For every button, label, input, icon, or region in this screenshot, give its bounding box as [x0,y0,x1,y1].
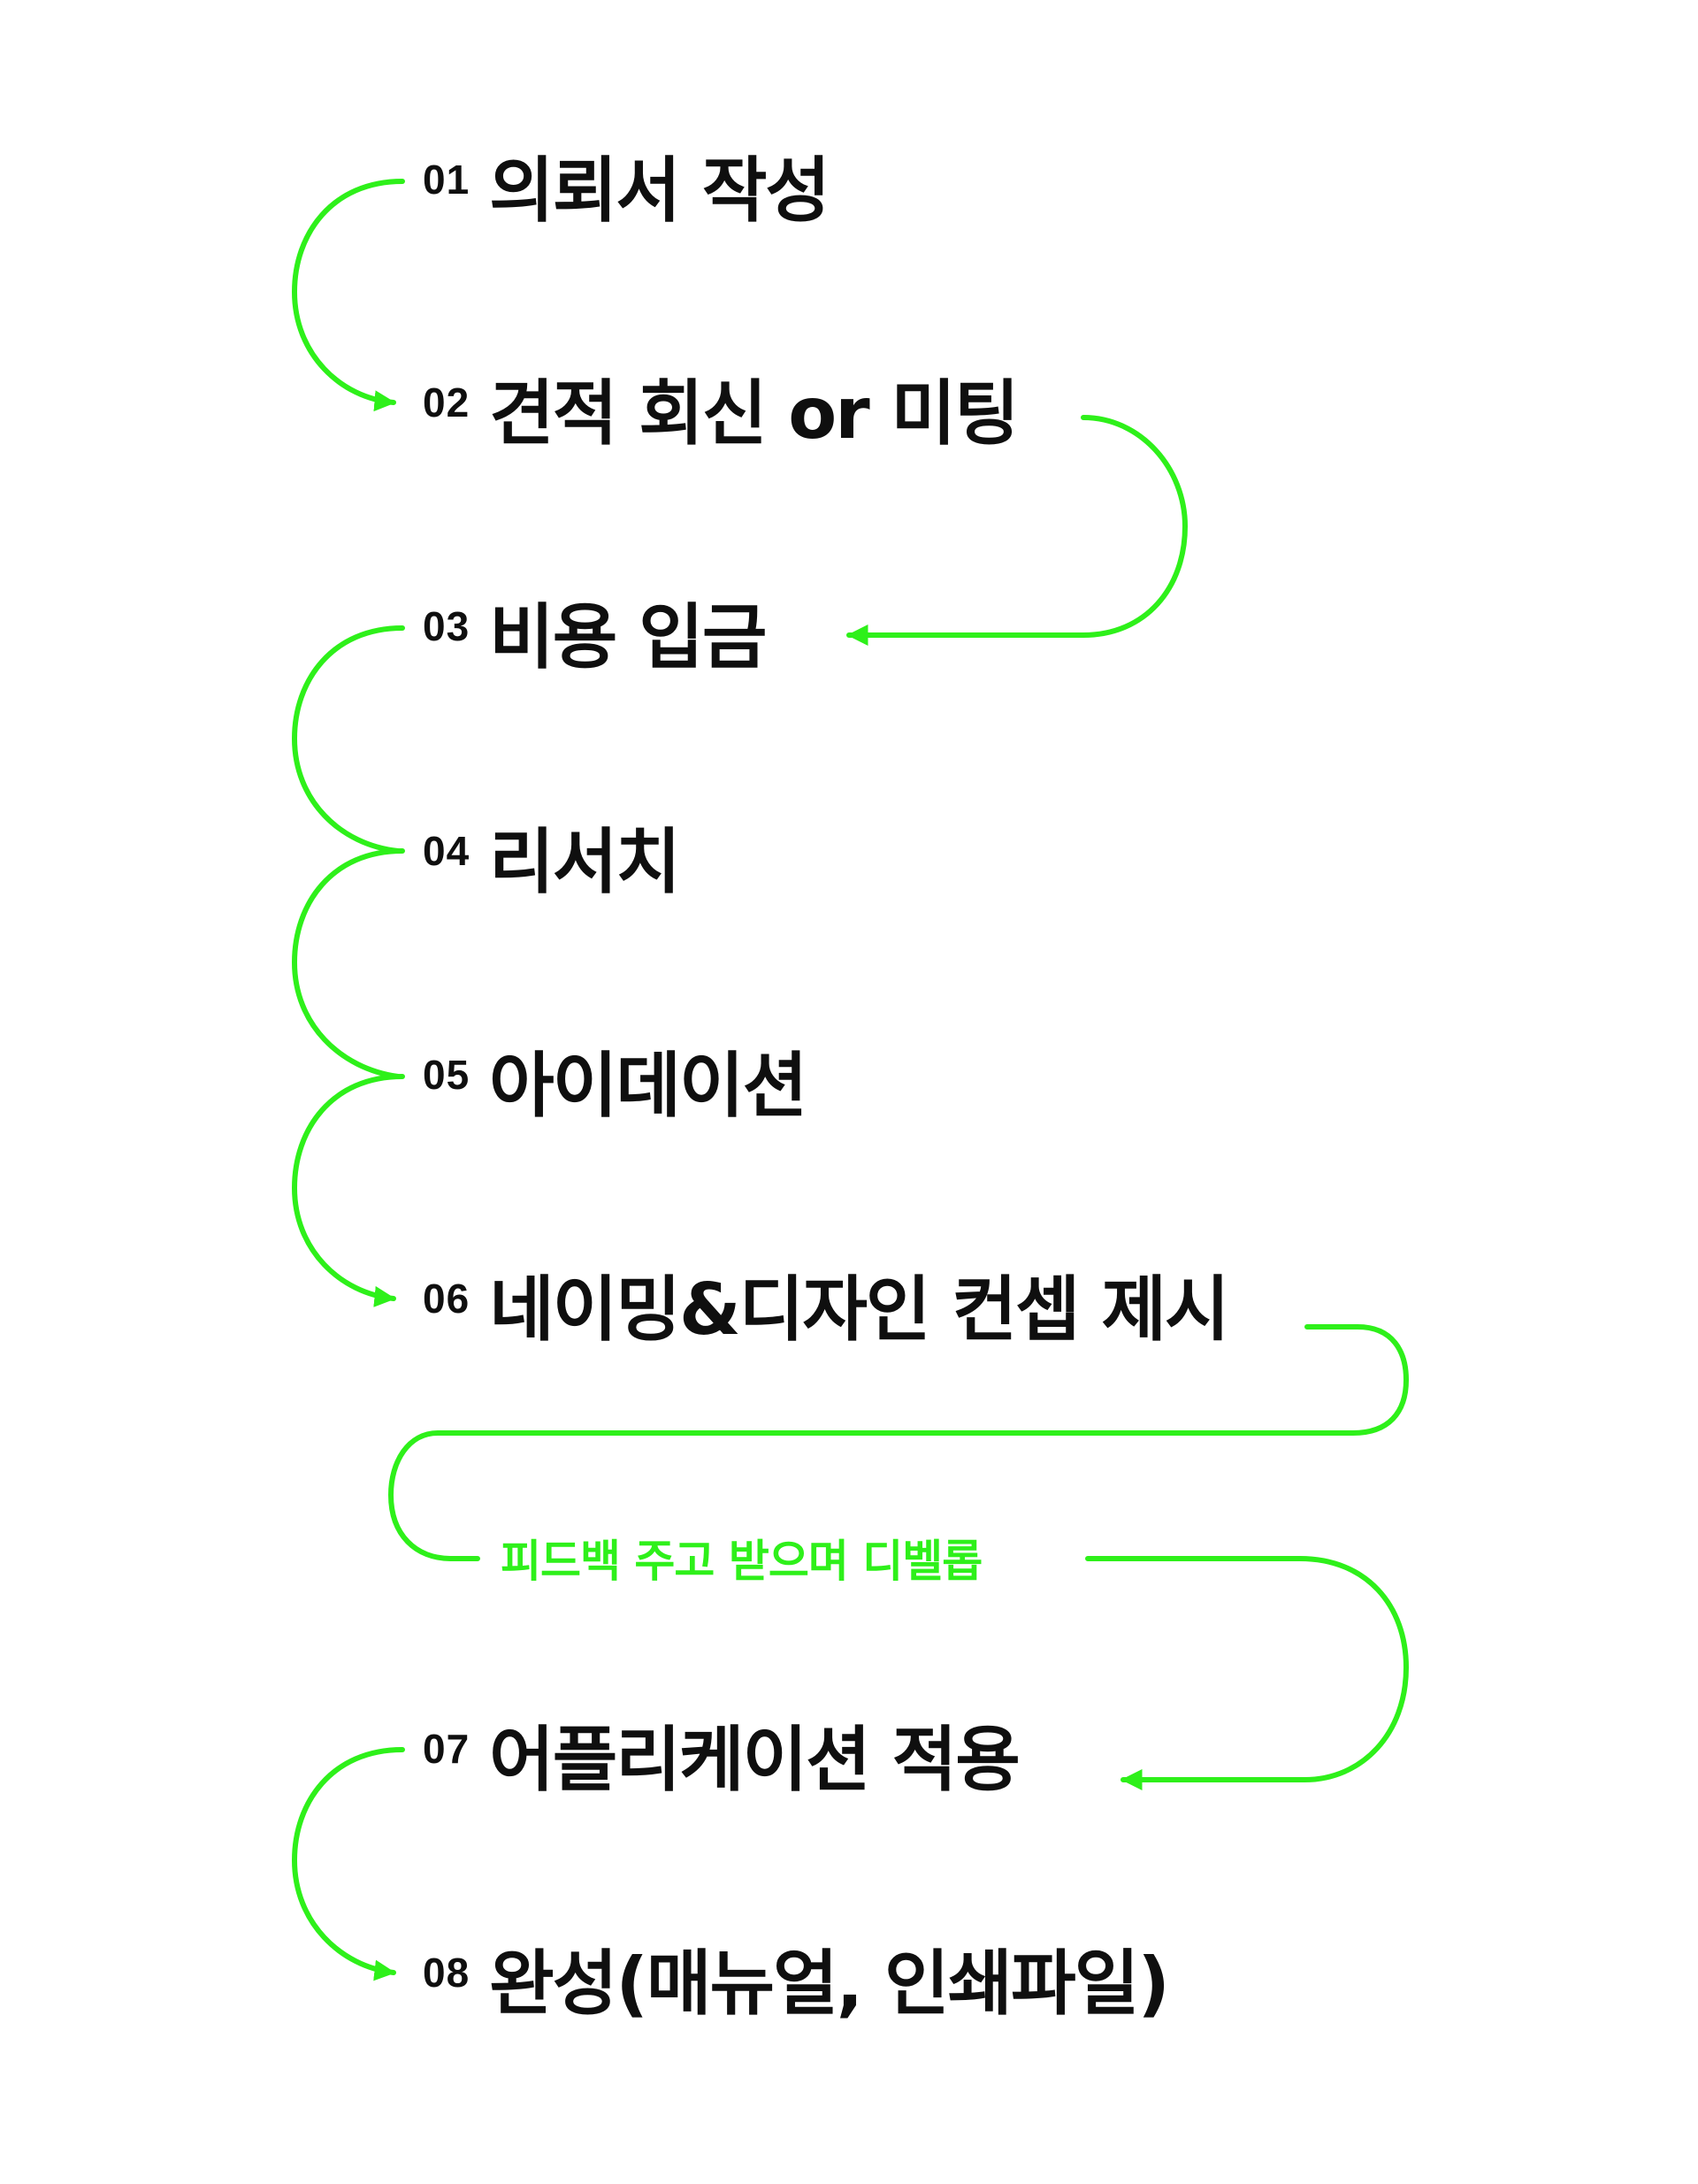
step-04: 04 리서치 [423,820,681,926]
step-number: 07 [423,1726,470,1772]
step-label: 의뢰서 작성 [489,149,830,232]
step-number: 08 [423,1950,470,1996]
connector-feedback-to-07 [1085,1556,1410,1790]
step-label: 네이밍&디자인 컨셉 제시 [489,1268,1229,1351]
step-number: 03 [423,603,470,649]
step-number: 02 [423,379,470,425]
step-label: 비용 입금 [489,596,767,678]
connector-05-to-06 [291,1074,405,1307]
step-03: 03 비용 입금 [423,595,767,701]
step-number: 01 [423,157,470,203]
step-label: 어플리케이션 적용 [489,1719,1021,1801]
step-07: 07 어플리케이션 적용 [423,1718,1021,1824]
connector-01-to-02 [291,179,405,412]
connector-07-to-08 [291,1747,405,1981]
step-number: 04 [423,828,470,874]
step-label: 리서치 [489,821,681,903]
step-06: 06 네이밍&디자인 컨셉 제시 [423,1268,1230,1374]
step-label: 견적 회신 or 미팅 [489,372,1020,455]
step-number: 06 [423,1276,470,1322]
step-05: 05 아이데이션 [423,1044,807,1150]
connector-04-to-05 [291,848,405,1079]
connector-03-to-04 [291,625,405,854]
step-01: 01 의뢰서 작성 [423,149,830,255]
feedback-note: 피드백 주고 받으며 디벨롭 [501,1536,983,1587]
step-08: 08 완성(매뉴얼, 인쇄파일) [423,1942,1170,2048]
step-label: 완성(매뉴얼, 인쇄파일) [489,1943,1170,2025]
connector-02-to-03 [846,415,1189,646]
step-number: 05 [423,1052,470,1098]
step-02: 02 견적 회신 or 미팅 [423,372,1020,478]
step-label: 아이데이션 [489,1045,807,1127]
connector-06-to-feedback [387,1324,1410,1561]
